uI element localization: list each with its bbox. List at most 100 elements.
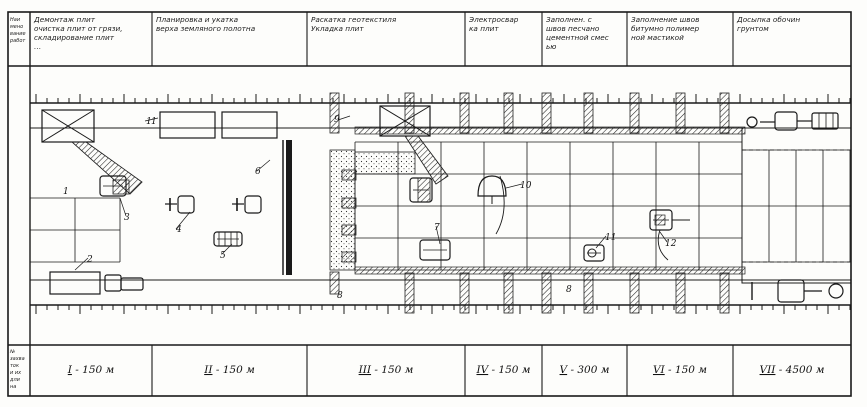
callout-number: 1 xyxy=(146,117,152,127)
loader-bucket xyxy=(828,283,844,299)
header-line: ной мастикой xyxy=(631,33,684,42)
section-roman: V xyxy=(560,364,569,376)
side-sections-line: захва xyxy=(10,356,25,362)
side-header-line: Наи xyxy=(10,17,21,23)
side-peg xyxy=(341,224,357,236)
post-bottom xyxy=(629,272,640,314)
header-line: складирование плит xyxy=(34,33,115,42)
welding-unit xyxy=(477,175,507,197)
slab-stack xyxy=(49,271,101,295)
section-length: - 150 м xyxy=(212,364,254,376)
side-header-line: мено xyxy=(10,24,23,30)
crane-load-box xyxy=(41,109,95,143)
side-sections-line: ток xyxy=(10,363,19,369)
post-bottom xyxy=(329,271,340,295)
post-bottom xyxy=(503,272,514,314)
header-line: Электросвар xyxy=(468,15,519,24)
crane-load-box-diag xyxy=(41,109,95,143)
section-length: - 150 м xyxy=(488,364,530,376)
callout-number: 7 xyxy=(434,223,440,233)
side-peg xyxy=(341,169,357,181)
post-top xyxy=(329,92,340,134)
section-roman: IV xyxy=(475,364,489,376)
side-sections-line: № xyxy=(9,349,15,355)
slab-machine xyxy=(419,239,451,261)
callout-number: 1 xyxy=(63,187,69,197)
callout-number: 2 xyxy=(86,255,93,265)
callout-leader xyxy=(256,159,271,172)
header-line: очистка плит от грязи, xyxy=(34,24,123,33)
side-sections-line: дли xyxy=(9,377,21,383)
header-line: ью xyxy=(546,42,556,51)
truck-trailer xyxy=(120,277,144,291)
header-line: швов песчано xyxy=(546,24,600,33)
side-sections-line: и их xyxy=(10,370,21,376)
callout-leader xyxy=(505,183,523,189)
grout-machine xyxy=(583,244,605,262)
callout-leader xyxy=(74,257,89,271)
grader-body xyxy=(774,111,798,131)
truck-machine xyxy=(104,274,122,292)
section-length: - 300 м xyxy=(567,364,609,376)
callout-number: 3 xyxy=(124,213,130,223)
section-roman: I xyxy=(67,364,73,376)
callout-leader xyxy=(221,243,233,255)
side-header-line: вание xyxy=(10,31,26,37)
callout-number: 12 xyxy=(665,239,677,249)
grader-wheel xyxy=(746,116,758,128)
section-roman: III xyxy=(358,364,372,376)
callout-leader xyxy=(337,115,351,121)
sand-strip-top xyxy=(354,151,416,175)
header-line: Укладка плит xyxy=(311,24,364,33)
site-plan xyxy=(29,92,852,314)
section-roman: VI xyxy=(653,364,666,376)
section-label: IV - 150 м xyxy=(475,364,530,376)
callout-leader xyxy=(119,197,127,217)
callout-number: 8 xyxy=(566,285,572,295)
header-line: Раскатка геотекстиля xyxy=(311,15,397,24)
slab-stack xyxy=(159,111,216,139)
mastic-hose xyxy=(657,229,669,261)
post-bottom xyxy=(541,272,552,314)
callout-leader xyxy=(435,225,441,245)
section-roman: VII xyxy=(760,364,777,376)
section-label: I - 150 м xyxy=(67,364,114,376)
beam-bottom xyxy=(354,266,746,275)
post-bottom xyxy=(675,272,686,314)
header-line: Демонтаж плит xyxy=(33,15,96,24)
section-label: VI - 150 м xyxy=(653,364,707,376)
callout-leader xyxy=(659,231,668,243)
roller-machine-body xyxy=(244,195,262,214)
table-frame xyxy=(7,11,852,397)
welding-cable xyxy=(495,175,505,235)
header-line: Заполнение швов xyxy=(631,15,699,24)
section-length: - 4500 м xyxy=(775,364,824,376)
callout-leader xyxy=(595,235,607,249)
header-line: Досыпка обочин xyxy=(736,15,800,24)
callout-number: 5 xyxy=(220,251,226,261)
callout-number: 1 xyxy=(151,117,157,127)
compactor-machine xyxy=(213,231,243,247)
beam-top xyxy=(354,126,746,135)
mastic-machine-hatch xyxy=(654,214,666,226)
callout-leader xyxy=(175,211,191,230)
geotextile-roll-edge xyxy=(282,140,284,275)
header-line: Заполнен. с xyxy=(546,15,592,24)
geotextile-roll xyxy=(286,140,292,275)
callout-number: 9 xyxy=(334,115,340,125)
header-line: ка плит xyxy=(469,24,499,33)
section-label: V - 300 м xyxy=(560,364,610,376)
post-bottom xyxy=(404,272,415,314)
crane-body-hatch xyxy=(112,179,130,195)
header-line: верха земляного полотна xyxy=(156,24,255,33)
grout-machine-wheel xyxy=(587,248,597,258)
